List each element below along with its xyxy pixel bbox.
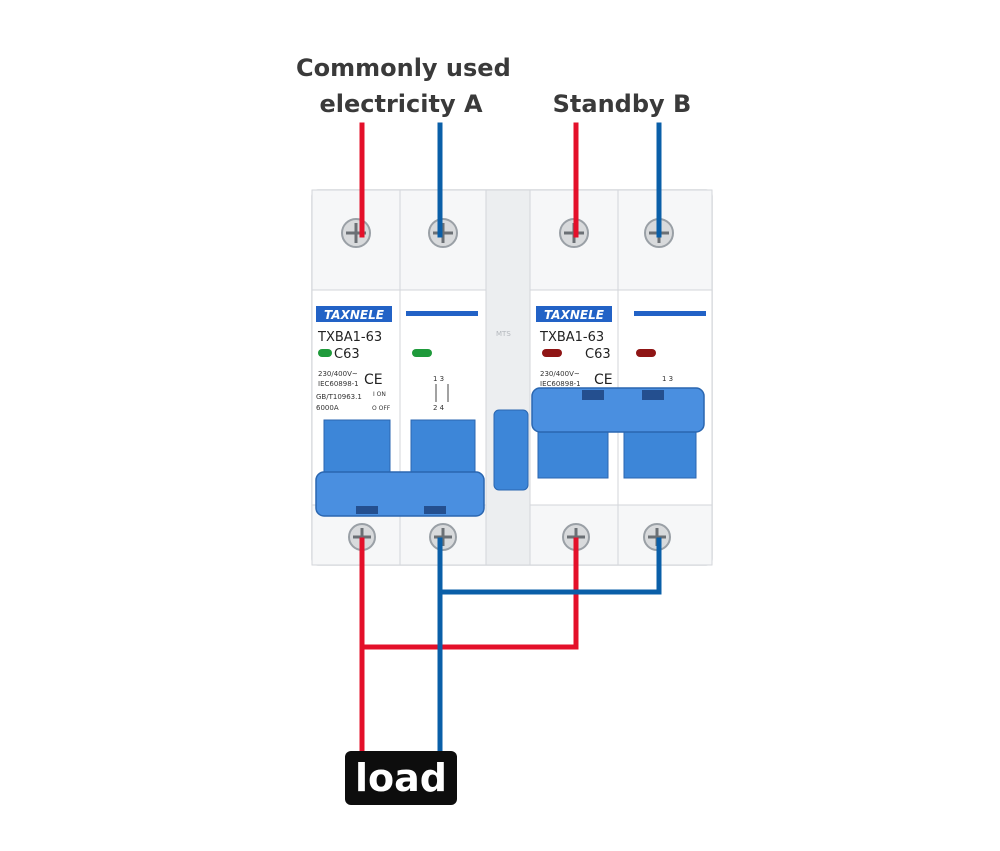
switch-handles[interactable] [315,387,705,517]
standard2-label-left: GB/T10963.1 [316,393,362,401]
wire-b-to-load-live [359,537,579,650]
voltage-label-right: 230/400V~ [540,370,580,378]
off-label: O OFF [372,405,391,412]
interlock-lever[interactable] [493,409,529,491]
supply-a-label-line2: electricity A [319,90,483,118]
phillips-screw-icon [429,523,457,551]
status-indicators [318,349,656,357]
mts-module-label: MTS [496,330,511,338]
rating-label-left: C63 [334,347,360,362]
wires [359,122,662,755]
status-led-icon [318,349,332,357]
handle-bar-right[interactable] [531,387,705,433]
breaking-capacity-label: 6000A [316,404,339,412]
phillips-screw-icon [428,218,458,248]
terminal-top-label: 1 3 [433,375,444,383]
rating-label-right: C63 [585,347,611,362]
status-led-icon [412,349,432,357]
phillips-screw-icon [341,218,371,248]
model-label-left: TXBA1-63 [317,330,382,345]
standard-label-right: IEC60898-1 [540,380,581,388]
breaker-contact-icon [435,384,449,402]
supply-b-label: Standby B [552,90,692,118]
supply-a-label: Commonly used electricity A [296,50,511,122]
ce-mark-right: CE [594,372,613,388]
supply-a-label-line1: Commonly used [296,54,511,82]
wire-b-to-load-neutral [437,537,662,595]
brand-logo-right: TAXNELE [544,308,605,322]
status-led-icon [542,349,562,357]
brand-plates: TAXNELE TAXNELE TXBA1-63 C63 TXBA1-63 C6… [316,306,706,412]
phillips-screw-icon [643,523,671,551]
handle-bar-left[interactable] [315,471,485,517]
voltage-label-left: 230/400V~ [318,370,358,378]
terminal-bottom-label: 2 4 [433,404,445,412]
model-label-right: TXBA1-63 [539,330,604,345]
terminal-top-label-right: 1 3 [662,375,673,383]
brand-logo-left: TAXNELE [324,308,385,322]
on-label: I ON [373,391,386,398]
ce-mark-left: CE [364,372,383,388]
status-led-icon [636,349,656,357]
standard-label-left: IEC60898-1 [318,380,359,388]
load-badge: load [345,751,457,805]
